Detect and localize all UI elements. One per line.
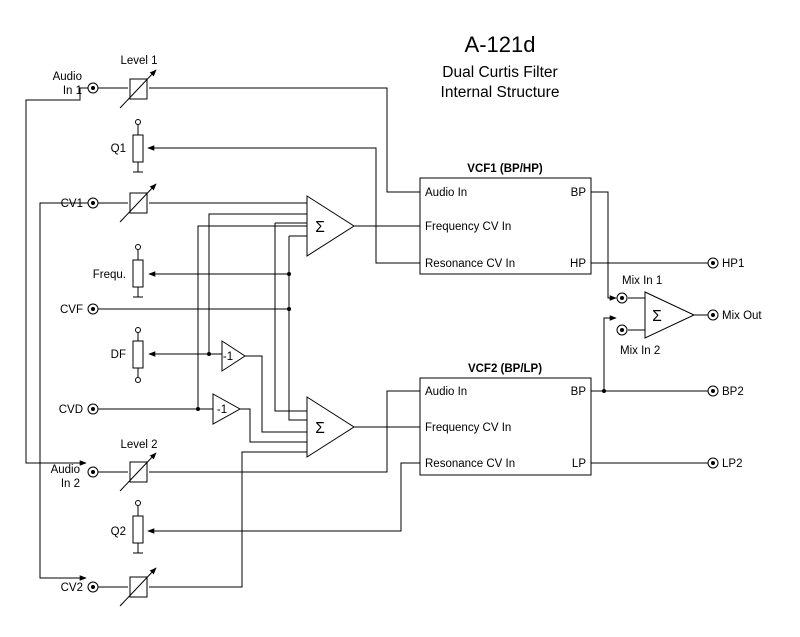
vcf1-res-cv-in: Resonance CV In [425,258,515,270]
jack-bp2[interactable] [707,385,719,397]
jack-hp1-label: HP1 [722,258,744,270]
jack-cvf[interactable] [87,303,99,315]
pot-level-1-label: Level 1 [120,55,157,67]
jack-cvf-label: CVF [60,304,83,316]
jack-mix-in-1[interactable] [616,292,628,304]
vcf2-lp-out: LP [572,458,586,470]
summer-vcf1-symbol: Σ [315,219,325,236]
jack-cv1[interactable] [87,197,99,209]
inverter-cvd-label: -1 [217,404,227,416]
summer-vcf2: Σ [306,396,355,458]
jack-bp2-label: BP2 [722,386,744,398]
summer-mix: Σ [644,291,696,339]
jack-lp2-label: LP2 [722,458,742,470]
jack-cvd-label: CVD [59,404,83,416]
vcf1-hp-out: HP [570,258,586,270]
jack-hp1[interactable] [707,257,719,269]
wiring [25,87,708,588]
inverter-cvd: -1 [212,393,242,425]
pot-frequ[interactable] [132,244,144,298]
vcf2-block: VCF2 (BP/LP) Audio In Frequency CV In Re… [419,363,592,476]
vcf2-bp-out: BP [571,386,587,398]
summer-mix-symbol: Σ [652,308,662,325]
junctions [196,272,606,411]
jack-audio-in-2-label: Audio [51,464,80,476]
pot-q1[interactable] [132,119,144,173]
jack-cv2[interactable] [87,581,99,593]
vcf2-audio-in: Audio In [425,386,467,398]
jack-cvd[interactable] [87,403,99,415]
diagram-subtitle-line1: Dual Curtis Filter [442,64,557,81]
jack-audio-in-2[interactable] [87,466,99,478]
jack-audio-in-1-label: Audio [53,71,82,83]
vcf1-audio-in: Audio In [425,187,467,199]
inverter-df-label: -1 [223,351,233,363]
jack-mix-in-2[interactable] [616,324,628,336]
vcf1-freq-cv-in: Frequency CV In [425,221,511,233]
pot-level-1[interactable] [119,69,157,109]
jack-audio-in-2-label-2: In 2 [61,478,80,490]
pot-df[interactable] [132,327,144,383]
jack-cv1-label: CV1 [61,198,83,210]
jack-cv2-label: CV2 [61,582,83,594]
jack-mix-in-1-label: Mix In 1 [622,275,662,287]
pot-q1-label: Q1 [111,143,126,155]
pot-q2[interactable] [132,500,144,554]
jack-mix-out-label: Mix Out [722,310,762,322]
summer-vcf1: Σ [306,195,355,257]
jack-audio-in-1-label-2: In 1 [63,85,82,97]
jack-mix-in-2-label: Mix In 2 [620,345,660,357]
vcf2-res-cv-in: Resonance CV In [425,458,515,470]
vcf2-freq-cv-in: Frequency CV In [425,422,511,434]
pot-level-2[interactable] [119,452,157,492]
vcf1-bp-out: BP [571,187,587,199]
pot-df-label: DF [111,349,126,361]
vcf1-title: VCF1 (BP/HP) [467,163,543,175]
jack-mix-out[interactable] [707,309,719,321]
jack-lp2[interactable] [707,457,719,469]
pot-level-2-label: Level 2 [120,439,157,451]
vcf1-block: VCF1 (BP/HP) Audio In Frequency CV In Re… [419,163,592,275]
inverter-df: -1 [221,340,246,372]
summer-vcf2-symbol: Σ [315,420,325,437]
diagram-title: A-121d [465,32,536,57]
pot-q2-label: Q2 [111,526,126,538]
diagram-subtitle-line2: Internal Structure [441,84,560,101]
pot-frequ-label: Frequ. [93,269,126,281]
jack-audio-in-1[interactable] [87,82,99,94]
pot-cv2[interactable] [119,567,157,607]
pot-cv1[interactable] [119,183,157,223]
vcf2-title: VCF2 (BP/LP) [468,363,542,375]
